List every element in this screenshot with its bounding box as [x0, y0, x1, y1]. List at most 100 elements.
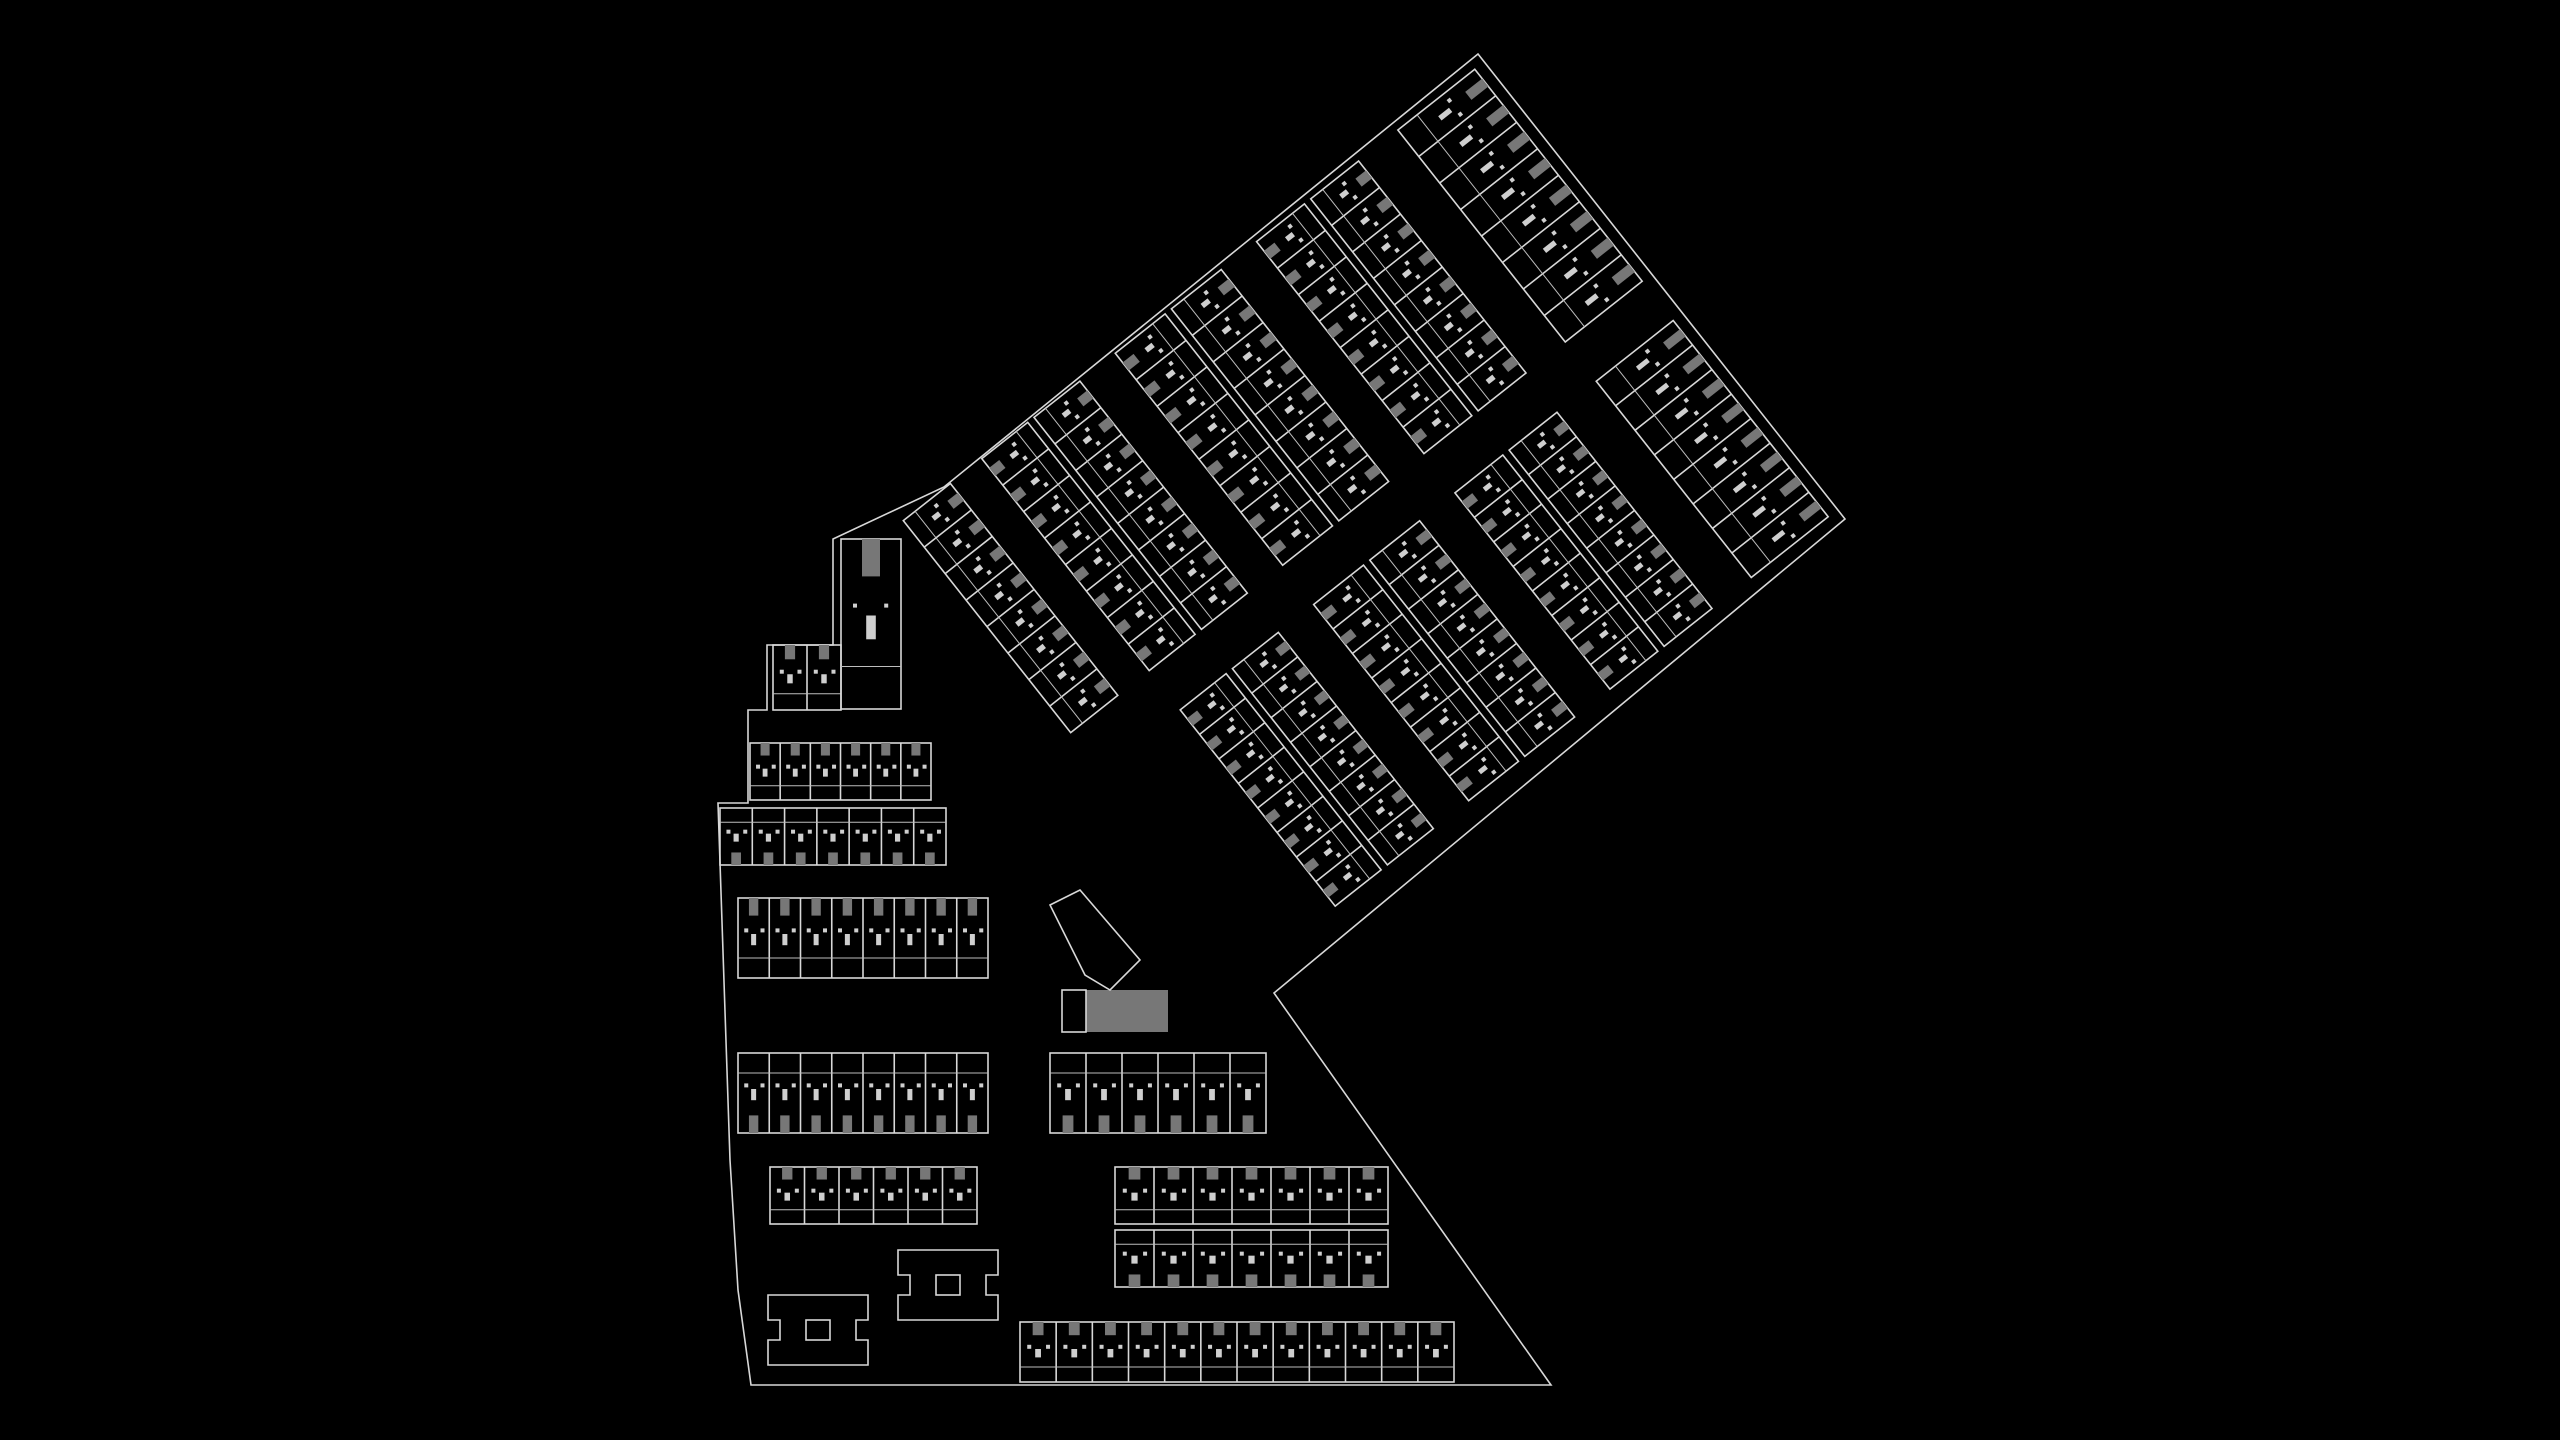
stair-hatch: [1553, 420, 1570, 437]
stair-hatch: [1177, 1322, 1189, 1336]
fixture: [1299, 1251, 1304, 1256]
stair-hatch: [1389, 401, 1407, 418]
kitchen-block: [927, 833, 933, 842]
stair-hatch: [1362, 1274, 1375, 1287]
stair-hatch: [1269, 539, 1287, 556]
fixture: [1074, 520, 1080, 527]
stair-hatch: [1347, 348, 1365, 365]
party-wall: [1429, 711, 1481, 753]
stair-hatch: [1284, 269, 1302, 286]
kitchen-block: [1674, 407, 1689, 420]
fixture: [1368, 786, 1375, 793]
fixture: [1664, 373, 1670, 379]
fixture: [1355, 597, 1361, 604]
unit-row: [1179, 672, 1383, 908]
fixture: [744, 928, 749, 933]
fixture: [1514, 511, 1521, 518]
yard-line: [1490, 464, 1647, 662]
fixture: [1280, 675, 1287, 682]
fixture: [1665, 591, 1672, 598]
stair-hatch: [1558, 615, 1575, 632]
fixture: [1241, 453, 1248, 460]
stair-hatch: [811, 1115, 821, 1133]
kitchen-block: [844, 1089, 850, 1101]
fixture: [1299, 1188, 1304, 1193]
kitchen-block: [1475, 646, 1486, 657]
kitchen-block: [1431, 417, 1442, 427]
stair-hatch: [1473, 602, 1491, 619]
party-wall: [1218, 722, 1266, 760]
kitchen-block: [994, 590, 1005, 601]
kitchen-block: [876, 1089, 882, 1101]
party-wall: [1673, 417, 1752, 481]
fixture: [1457, 111, 1464, 118]
party-wall: [1331, 186, 1381, 226]
fixture: [1300, 700, 1306, 706]
fixture: [1129, 1083, 1134, 1088]
fixture: [880, 1188, 885, 1193]
fixture: [1027, 1344, 1032, 1349]
fixture: [963, 928, 967, 933]
party-wall: [1446, 618, 1498, 659]
stair-hatch: [920, 1167, 931, 1180]
kitchen-block: [1015, 617, 1026, 627]
fixture: [1423, 396, 1430, 402]
yard-line: [1183, 298, 1352, 512]
fixture: [758, 829, 763, 834]
fixture: [1316, 1344, 1321, 1349]
party-wall: [1028, 641, 1077, 681]
kitchen-block: [1284, 404, 1295, 415]
kitchen-block: [751, 1089, 757, 1101]
party-wall: [1543, 254, 1622, 317]
fixture: [1471, 744, 1478, 751]
fixture: [1425, 1344, 1430, 1349]
fixture: [1402, 369, 1409, 376]
kitchen-block: [1186, 395, 1197, 406]
unit-row: [1114, 1229, 1389, 1288]
kitchen-block: [1305, 430, 1316, 441]
stair-hatch: [1326, 322, 1344, 339]
party-wall: [1315, 844, 1363, 883]
fixture: [775, 928, 780, 933]
fixture: [1291, 688, 1297, 694]
party-wall: [1644, 583, 1694, 623]
party-wall: [1296, 427, 1348, 469]
fixture: [1383, 233, 1389, 240]
fixture: [931, 928, 936, 933]
fixture: [1209, 692, 1216, 698]
stair-hatch: [1167, 1167, 1180, 1180]
stair-hatch: [1779, 476, 1803, 497]
kitchen-block: [1035, 1349, 1041, 1358]
party-wall: [1297, 256, 1347, 296]
kitchen-block: [798, 833, 804, 842]
party-wall: [1085, 554, 1133, 592]
party-wall: [1466, 642, 1517, 684]
fixture: [1084, 534, 1091, 541]
fixture: [1251, 466, 1258, 473]
kitchen-block: [1304, 822, 1314, 832]
fixture: [932, 1188, 937, 1193]
fixture: [1732, 459, 1738, 465]
fixture: [1158, 347, 1164, 354]
stair-hatch: [989, 459, 1006, 476]
party-wall: [1065, 527, 1112, 566]
fixture: [1349, 475, 1356, 481]
unit-row: [980, 421, 1197, 672]
fixture: [1488, 651, 1495, 658]
kitchen-block: [1173, 1089, 1179, 1101]
stair-hatch: [1139, 469, 1157, 486]
fixture: [1095, 440, 1101, 447]
fixture: [806, 928, 811, 933]
fixture: [975, 555, 982, 562]
fixture: [1278, 1251, 1283, 1256]
kitchen-block: [1368, 337, 1379, 348]
stair-hatch: [885, 1167, 896, 1180]
kitchen-block: [1360, 215, 1371, 226]
kitchen-block: [907, 1089, 913, 1101]
fixture: [775, 1083, 780, 1088]
kitchen-block: [751, 934, 757, 946]
fixture: [1277, 778, 1284, 785]
fixture: [1022, 455, 1028, 461]
stair-hatch: [905, 898, 915, 916]
yard-line: [1015, 431, 1185, 644]
